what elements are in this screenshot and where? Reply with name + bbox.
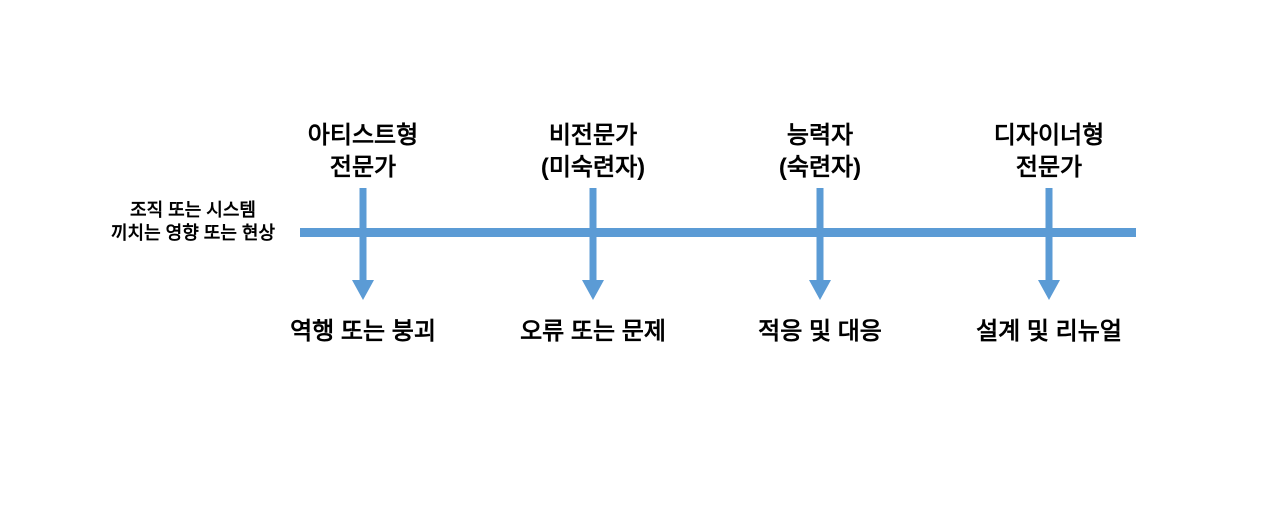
arrow-shaft (1045, 188, 1053, 282)
arrow-head (1038, 280, 1060, 300)
stage-title-line2: (숙련자) (778, 154, 862, 181)
axis-label-line1: 조직 또는 시스템 (130, 200, 256, 220)
axis-label: 조직 또는 시스템 끼치는 영향 또는 현상 (88, 199, 298, 245)
arrow-head (582, 280, 604, 300)
stage-title: 비전문가 (미숙련자) (473, 120, 713, 184)
down-arrow-icon (809, 188, 831, 300)
down-arrow-icon (582, 188, 604, 300)
stage-title-line1: 능력자 (786, 122, 854, 149)
arrow-head (352, 280, 374, 300)
down-arrow-icon (352, 188, 374, 300)
stage-title: 아티스트형 전문가 (243, 120, 483, 184)
stage-title-line1: 아티스트형 (307, 122, 419, 149)
axis-label-line2: 끼치는 영향 또는 현상 (110, 223, 276, 243)
stage-title-line2: 전문가 (329, 154, 397, 181)
timeline-line (300, 228, 1136, 237)
stage-title: 디자이너형 전문가 (929, 120, 1169, 184)
stage-title-line1: 디자이너형 (993, 122, 1105, 149)
stage-title: 능력자 (숙련자) (700, 120, 940, 184)
stage-title-line1: 비전문가 (548, 122, 638, 149)
arrow-shaft (589, 188, 597, 282)
stage-title-line2: 전문가 (1015, 154, 1083, 181)
stage-effect: 오류 또는 문제 (520, 318, 666, 345)
arrow-head (809, 280, 831, 300)
stage-effect: 역행 또는 붕괴 (290, 318, 436, 345)
down-arrow-icon (1038, 188, 1060, 300)
stage-title-line2: (미숙련자) (540, 154, 646, 181)
arrow-shaft (816, 188, 824, 282)
stage-effect: 설계 및 리뉴얼 (976, 318, 1122, 345)
arrow-shaft (359, 188, 367, 282)
stage-effect: 적응 및 대응 (758, 318, 882, 345)
